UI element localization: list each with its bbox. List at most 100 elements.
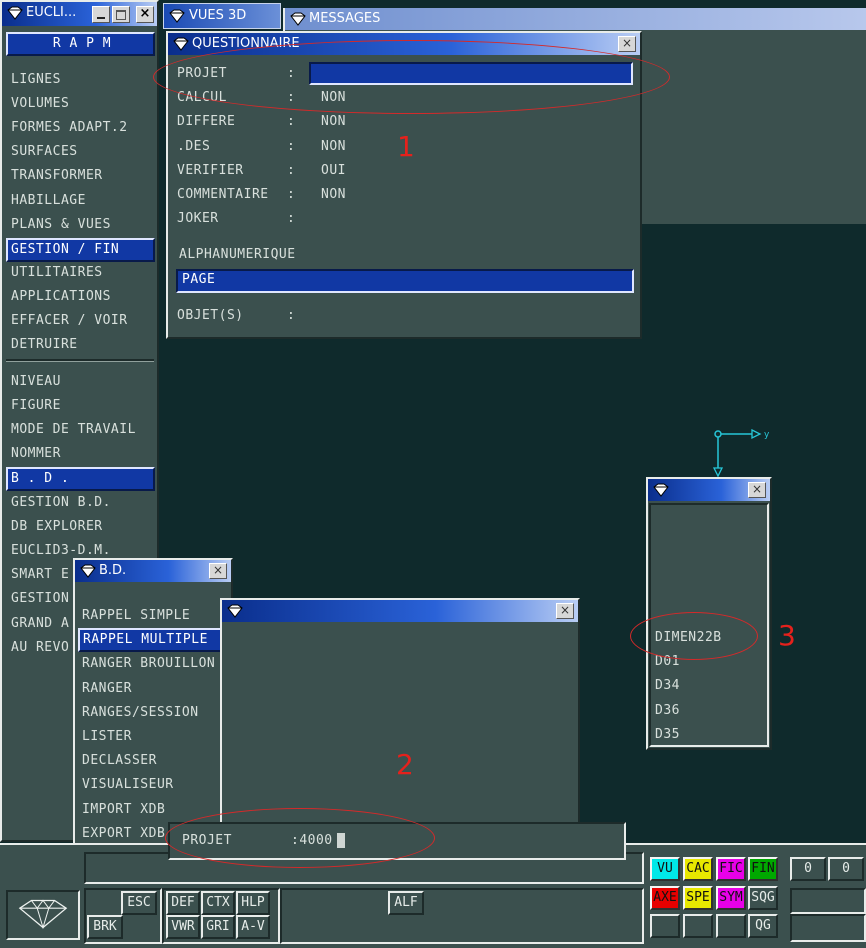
menu-item-grand-a[interactable]: GRAND A: [11, 615, 70, 631]
spe-key[interactable]: SPE: [683, 886, 713, 910]
fic-key[interactable]: FIC: [716, 857, 746, 881]
menu-item-plans-vues[interactable]: PLANS & VUES: [11, 216, 111, 232]
question-value-des[interactable]: NON: [321, 138, 346, 154]
vwr-key[interactable]: VWR: [166, 915, 200, 939]
bd-menu-item-ranges-session[interactable]: RANGES/SESSION: [82, 704, 199, 720]
bd-menu-item-ranger-brouillon[interactable]: RANGER BROUILLON: [82, 656, 216, 672]
menu-item-gestion[interactable]: GESTION: [11, 591, 70, 607]
alf-key[interactable]: ALF: [388, 891, 424, 915]
qg-key[interactable]: QG: [748, 914, 778, 938]
bd-menu-item-rappel-multiple[interactable]: RAPPEL MULTIPLE: [78, 628, 228, 653]
menu-item-euclid3-d-m[interactable]: EUCLID3-D.M.: [11, 543, 111, 559]
fin-key[interactable]: FIN: [748, 857, 778, 881]
keys-group-c: [280, 888, 644, 944]
menu-item-volumes[interactable]: VOLUMES: [11, 96, 70, 112]
menu-item-applications[interactable]: APPLICATIONS: [11, 289, 111, 305]
def-key[interactable]: DEF: [166, 891, 200, 915]
cac-key[interactable]: CAC: [683, 857, 713, 881]
menu-item-formes-adapt-2[interactable]: FORMES ADAPT.2: [11, 120, 128, 136]
question-value-verifier[interactable]: OUI: [321, 162, 346, 178]
bd-menu-titlebar[interactable]: B.D. ×: [75, 560, 231, 582]
close-icon[interactable]: ×: [556, 603, 574, 619]
list-item[interactable]: D01: [655, 654, 680, 670]
text-cursor: [337, 833, 345, 848]
av-key[interactable]: A-V: [236, 915, 270, 939]
vu-key[interactable]: VU: [650, 857, 680, 881]
bd-menu-item-export-xdb[interactable]: EXPORT XDB: [82, 825, 166, 841]
hlp-key[interactable]: HLP: [236, 891, 270, 915]
tab-messages[interactable]: MESSAGES: [285, 8, 866, 30]
menu-item-detruire[interactable]: DETRUIRE: [11, 337, 78, 353]
menu-item-effacer-voir[interactable]: EFFACER / VOIR: [11, 313, 128, 329]
tab-messages-label: MESSAGES: [309, 11, 381, 26]
menu-item-gestion-b-d[interactable]: GESTION B.D.: [11, 495, 111, 510]
axis-icon: y: [712, 428, 770, 478]
maximize-button[interactable]: [112, 6, 130, 23]
blank-key-3[interactable]: [716, 914, 746, 938]
menu-item-mode-de-travail[interactable]: MODE DE TRAVAIL: [11, 422, 136, 438]
questionnaire-titlebar[interactable]: QUESTIONNAIRE ×: [168, 33, 640, 55]
minimize-button[interactable]: [92, 6, 110, 23]
questionnaire-title: QUESTIONNAIRE: [192, 36, 300, 51]
rapm-header[interactable]: R A P M: [6, 32, 155, 56]
question-sep: :: [287, 138, 296, 154]
counter-2: 0: [828, 857, 864, 881]
question-value-differe[interactable]: NON: [321, 114, 346, 130]
bd-menu-item-import-xdb[interactable]: IMPORT XDB: [82, 801, 166, 817]
bd-menu-item-lister[interactable]: LISTER: [82, 729, 132, 744]
blank-key-1[interactable]: [650, 914, 680, 938]
question-sep: :: [287, 187, 296, 202]
menu-item-figure[interactable]: FIGURE: [11, 398, 61, 414]
bd-menu-item-visualiseur[interactable]: VISUALISEUR: [82, 777, 174, 793]
list-window-titlebar[interactable]: ×: [648, 479, 770, 501]
question-value-commentaire[interactable]: NON: [321, 187, 346, 202]
annotation-number-3: 3: [778, 619, 796, 652]
close-icon[interactable]: ×: [748, 482, 766, 498]
list-item[interactable]: DIMEN22B: [655, 630, 722, 645]
menu-item-gestion-fin[interactable]: GESTION / FIN: [6, 238, 155, 262]
ctx-key[interactable]: CTX: [201, 891, 235, 915]
extra-field-2: [790, 914, 866, 942]
menu-item-utilitaires[interactable]: UTILITAIRES: [11, 265, 103, 280]
tab-vues3d[interactable]: VUES 3D: [163, 3, 281, 29]
diamond-icon: [7, 6, 23, 20]
question-label-joker: JOKER: [177, 211, 219, 227]
sym-key[interactable]: SYM: [716, 886, 746, 910]
close-icon[interactable]: ×: [136, 6, 154, 23]
brk-key[interactable]: BRK: [87, 915, 123, 939]
axe-key[interactable]: AXE: [650, 886, 680, 910]
dialog-titlebar[interactable]: ×: [222, 600, 578, 622]
gri-key[interactable]: GRI: [201, 915, 235, 939]
menu-item-smart-e[interactable]: SMART E: [11, 567, 70, 583]
menu-item-bd[interactable]: B . D .: [6, 467, 155, 491]
close-icon[interactable]: ×: [618, 36, 636, 52]
diamond-icon: [173, 37, 189, 51]
list-item[interactable]: D34: [655, 678, 680, 694]
blank-key-2[interactable]: [683, 914, 713, 938]
menu-item-transformer[interactable]: TRANSFORMER: [11, 168, 103, 184]
list-item[interactable]: D35: [655, 726, 680, 742]
esc-key[interactable]: ESC: [121, 891, 157, 915]
list-area: [649, 503, 769, 747]
list-item[interactable]: D36: [655, 702, 680, 718]
main-window-titlebar[interactable]: EUCLI...: [2, 2, 157, 26]
close-icon[interactable]: ×: [209, 563, 227, 579]
bd-menu-item-rappel-simple[interactable]: RAPPEL SIMPLE: [82, 608, 191, 623]
page-field[interactable]: PAGE: [176, 269, 634, 293]
menu-item-lignes[interactable]: LIGNES: [11, 72, 61, 87]
sqg-key[interactable]: SQG: [748, 886, 778, 910]
keys-group-b: [162, 888, 280, 944]
menu-item-nommer[interactable]: NOMMER: [11, 446, 61, 462]
question-value-calcul[interactable]: NON: [321, 90, 346, 106]
menu-item-au-revo[interactable]: AU REVO: [11, 639, 70, 655]
bd-menu-item-ranger[interactable]: RANGER: [82, 680, 132, 696]
menu-item-db-explorer[interactable]: DB EXPLORER: [11, 519, 103, 535]
bd-menu-item-declasser[interactable]: DECLASSER: [82, 753, 157, 769]
objets-label: OBJET(S): [177, 308, 244, 323]
menu-item-surfaces[interactable]: SURFACES: [11, 144, 78, 160]
input-bar[interactable]: PROJET :4000: [168, 822, 626, 860]
projet-input-field[interactable]: [309, 62, 633, 85]
menu-item-habillage[interactable]: HABILLAGE: [11, 192, 86, 208]
menu-item-niveau[interactable]: NIVEAU: [11, 374, 61, 389]
